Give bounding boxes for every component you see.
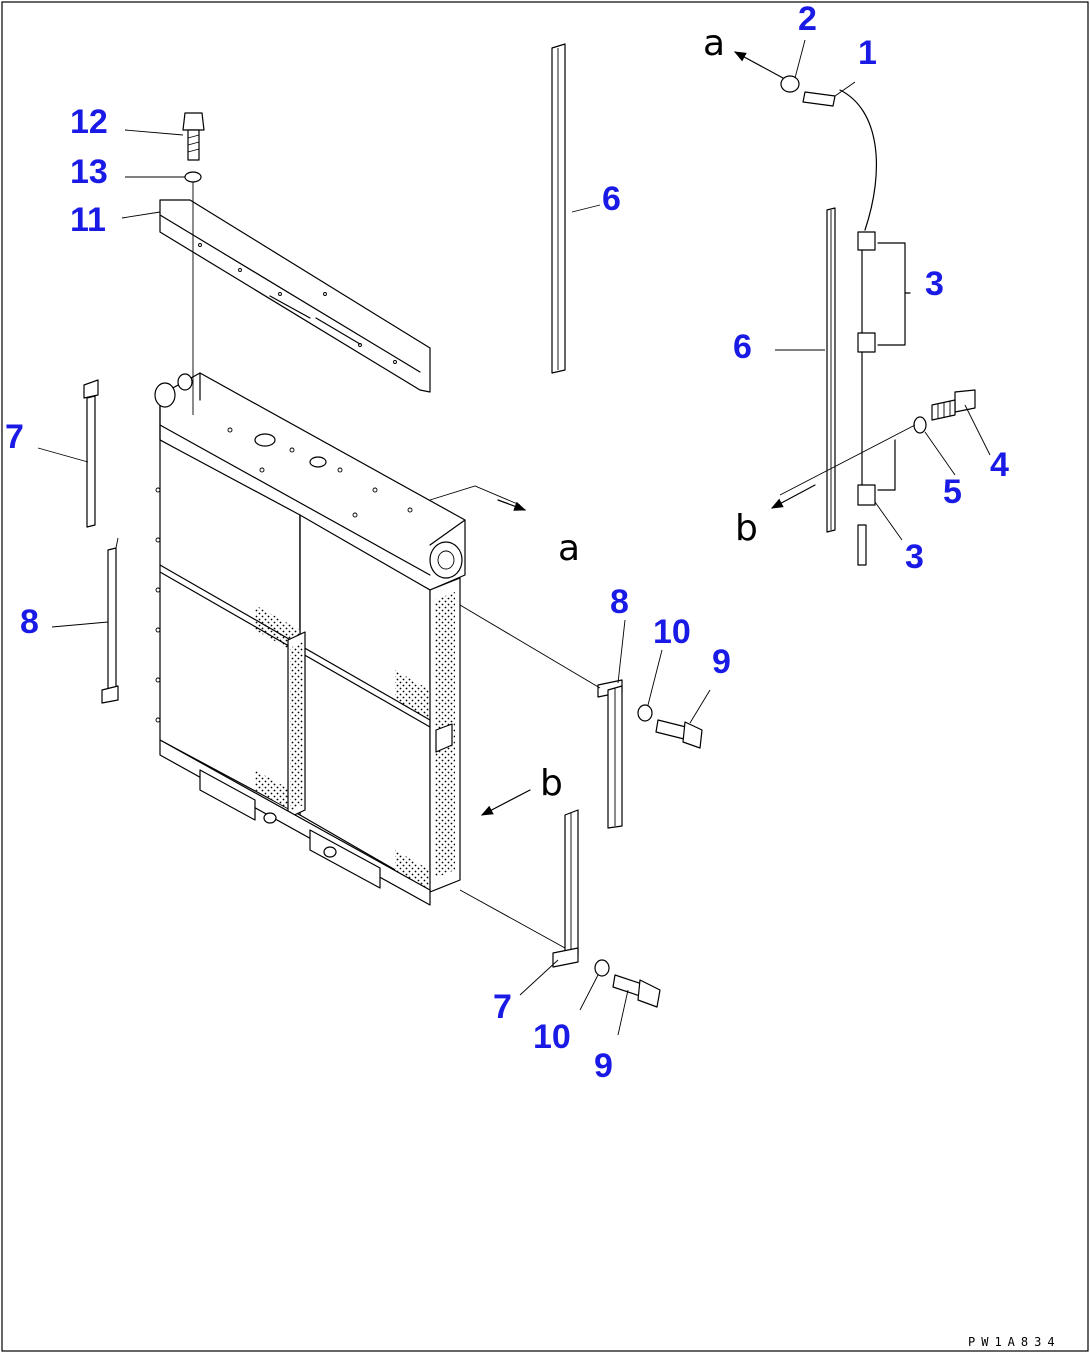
callout-8-left: 8 xyxy=(20,603,39,641)
ref-b-right: b xyxy=(735,508,758,549)
callout-7-lower: 7 xyxy=(493,988,512,1026)
ref-a-mid: a xyxy=(558,528,580,569)
bolt-4 xyxy=(931,389,976,421)
washer-5 xyxy=(913,416,927,434)
callout-12: 12 xyxy=(70,103,108,141)
callout-8-right: 8 xyxy=(610,583,629,621)
cable-1 xyxy=(839,89,878,231)
seal-strip-6a xyxy=(551,43,566,374)
callout-5: 5 xyxy=(943,473,962,511)
callout-10-lower: 10 xyxy=(533,1018,571,1056)
top-bracket-11 xyxy=(159,199,431,393)
washer-10-upper xyxy=(637,704,653,722)
radiator-assembly xyxy=(154,372,466,906)
arrow-a-mid xyxy=(497,499,527,511)
seal-strip-7-left xyxy=(83,379,99,528)
callout-13: 13 xyxy=(70,153,108,191)
clip-3-lower xyxy=(857,351,876,566)
bolt-9-upper xyxy=(655,719,703,749)
leader-lines xyxy=(37,39,991,1036)
callout-10-upper: 10 xyxy=(653,613,691,651)
callout-3-lower: 3 xyxy=(905,538,924,576)
pin-1 xyxy=(802,91,836,107)
clamp-2 xyxy=(780,75,800,93)
clip-3-upper xyxy=(857,231,876,353)
washer-10-lower xyxy=(594,959,610,977)
callout-11: 11 xyxy=(70,201,106,239)
callout-9-upper: 9 xyxy=(712,643,731,681)
callout-4: 4 xyxy=(990,446,1009,484)
arrow-a-top xyxy=(733,51,784,79)
arrow-b-right xyxy=(770,484,816,509)
seal-strip-8-left xyxy=(101,537,119,704)
bolt-9-lower xyxy=(612,974,661,1008)
washer-13 xyxy=(184,171,202,183)
seal-strip-7-right xyxy=(552,809,579,968)
arrow-b-mid xyxy=(480,789,531,816)
drawing-code: PW1A834 xyxy=(968,1335,1061,1349)
ref-a-top: a xyxy=(703,23,725,64)
callout-6-right: 6 xyxy=(733,328,752,366)
bolt-12 xyxy=(182,112,205,161)
seal-strip-6b xyxy=(826,207,836,533)
callout-7-left: 7 xyxy=(5,418,24,456)
seal-strip-8-right xyxy=(597,679,623,829)
callout-2: 2 xyxy=(798,0,817,38)
callout-9-lower: 9 xyxy=(594,1047,613,1085)
ref-b-mid: b xyxy=(540,763,563,804)
callout-1: 1 xyxy=(858,34,877,72)
callout-3-upper: 3 xyxy=(925,265,944,303)
callout-6-upper: 6 xyxy=(602,180,621,218)
